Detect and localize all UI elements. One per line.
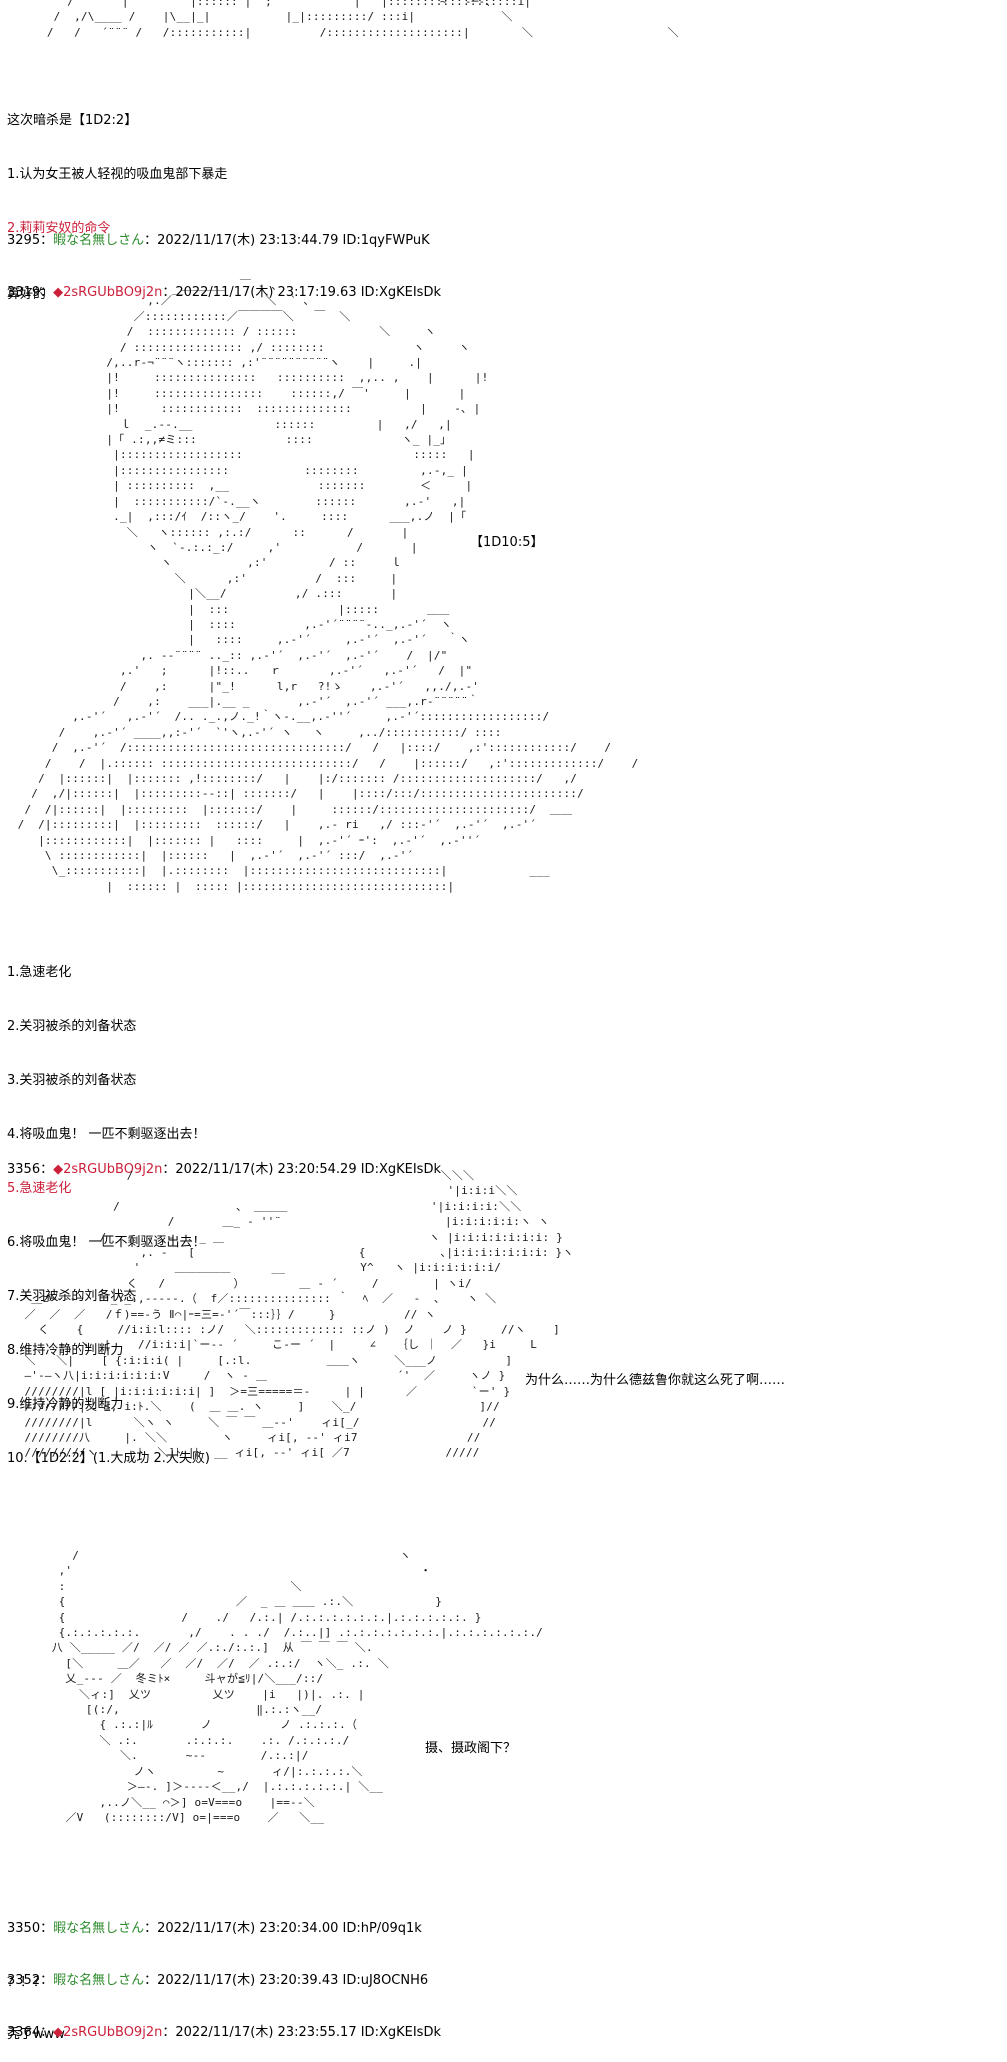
post-author: 2sRGUbBO9j2n bbox=[63, 1162, 163, 1177]
option-2: 2.关羽被杀的刘备状态 bbox=[7, 1019, 137, 1034]
option-5: 5.急速老化 bbox=[7, 1181, 72, 1196]
post-header: 3350：暇な名無しさん：2022/11/17(木) 23:20:34.00 I… bbox=[7, 1920, 422, 1938]
post-number[interactable]: 3295： bbox=[7, 233, 54, 248]
option-4: 4.将吸血鬼！ 一匹不剩驱逐出去！ bbox=[7, 1127, 206, 1142]
post-meta: ：2022/11/17(木) 23:20:54.29 ID:XgKEIsDk bbox=[162, 1162, 441, 1177]
top-ascii-art-right: ~￣ ‐─-、 ＼ ＼ bbox=[440, 0, 534, 39]
dice-result: 【1D10:5】 bbox=[470, 535, 544, 550]
post-meta: ：2022/11/17(木) 23:20:34.00 ID:hP/09q1k bbox=[144, 1921, 422, 1936]
intro-option-2: 2.莉莉安奴的命令 bbox=[7, 221, 111, 236]
option-8: 8.维持冷静的判断力 bbox=[7, 1343, 124, 1358]
post-meta: ：2022/11/17(木) 23:17:19.63 ID:XgKEIsDk bbox=[162, 285, 441, 300]
post-number[interactable]: 3319： bbox=[7, 285, 54, 300]
post-meta: ：2022/11/17(木) 23:13:44.79 ID:1qyFWPuK bbox=[144, 233, 430, 248]
post-header: 3364：◆2sRGUbBO9j2n：2022/11/17(木) 23:23:5… bbox=[7, 2024, 441, 2042]
option-3: 3.关羽被杀的刘备状态 bbox=[7, 1073, 137, 1088]
post-meta: ：2022/11/17(木) 23:23:55.17 ID:XgKEIsDk bbox=[162, 2025, 441, 2040]
post-3319: 3319：◆2sRGUbBO9j2n：2022/11/17(木) 23:17:1… bbox=[7, 248, 441, 320]
dialogue-line-2: 摄、摄政阁下？ bbox=[425, 1741, 517, 1756]
post-3356-ascii-art-2: / ヽ ,' ・ : ＼ { ／ _ ＿ ＿＿ bbox=[51, 1549, 543, 1824]
trip-diamond-icon: ◆ bbox=[53, 2025, 64, 2040]
post-number[interactable]: 3350： bbox=[7, 1921, 54, 1936]
post-author: 暇な名無しさん bbox=[53, 233, 145, 248]
post-3319-ascii-art: ＿＿＿＿ ￣ ‐ ､ ,.／￣ ＼ ` ､ ／::::::::::::／￣￣￣￣… bbox=[17, 279, 639, 893]
post-3356-ascii-art-1: / ＼＼＼ '|i:i:i＼＼ / 、 ＿＿＿ '|i:i:i:i:＼＼ bbox=[24, 1169, 574, 1460]
post-author: 2sRGUbBO9j2n bbox=[63, 2025, 163, 2040]
post-3350: 3350：暇な名無しさん：2022/11/17(木) 23:20:34.00 I… bbox=[7, 1884, 422, 2010]
post-cut-off: 3364：◆2sRGUbBO9j2n：2022/11/17(木) 23:23:5… bbox=[7, 1988, 441, 2060]
post-3319-options: 1.急速老化 2.关羽被杀的刘备状态 3.关羽被杀的刘备状态 4.将吸血鬼！ 一… bbox=[7, 928, 210, 1486]
trip-diamond-icon: ◆ bbox=[53, 285, 64, 300]
post-header: 3356：◆2sRGUbBO9j2n：2022/11/17(木) 23:20:5… bbox=[7, 1161, 441, 1179]
post-number[interactable]: 3364： bbox=[7, 2025, 54, 2040]
intro-option-1: 1.认为女王被人轻视的吸血鬼部下暴走 bbox=[7, 167, 228, 182]
option-1: 1.急速老化 bbox=[7, 965, 72, 980]
post-header: 3295：暇な名無しさん：2022/11/17(木) 23:13:44.79 I… bbox=[7, 232, 430, 250]
post-3356: 3356：◆2sRGUbBO9j2n：2022/11/17(木) 23:20:5… bbox=[7, 1125, 441, 1197]
post-meta: ：2022/11/17(木) 23:20:39.43 ID:uJ8OCNH6 bbox=[144, 1973, 429, 1988]
post-header: 3319：◆2sRGUbBO9j2n：2022/11/17(木) 23:17:1… bbox=[7, 284, 441, 302]
post-author: 2sRGUbBO9j2n bbox=[63, 285, 163, 300]
top-ascii-art: / | |:::::: | ; | |:::::::::::::::::::i|… bbox=[46, 0, 679, 39]
trip-diamond-icon: ◆ bbox=[53, 1162, 64, 1177]
post-number[interactable]: 3352： bbox=[7, 1973, 54, 1988]
option-7: 7.关羽被杀的刘备状态 bbox=[7, 1289, 137, 1304]
post-number[interactable]: 3356： bbox=[7, 1162, 54, 1177]
post-author: 暇な名無しさん bbox=[53, 1973, 145, 1988]
post-body: 算好的 bbox=[7, 287, 47, 302]
post-3295: 3295：暇な名無しさん：2022/11/17(木) 23:13:44.79 I… bbox=[7, 196, 430, 322]
post-header: 3352：暇な名無しさん：2022/11/17(木) 23:20:39.43 I… bbox=[7, 1972, 428, 1990]
post-author: 暇な名無しさん bbox=[53, 1921, 145, 1936]
option-10: 10.【1D2:2】(1.大成功 2.大失败) bbox=[7, 1451, 210, 1466]
intro-block: 这次暗杀是【1D2:2】 1.认为女王被人轻视的吸血鬼部下暴走 2.莉莉安奴的命… bbox=[7, 76, 227, 256]
dialogue-line-1: 为什么……为什么德兹鲁你就这么死了啊…… bbox=[525, 1373, 786, 1388]
intro-title: 这次暗杀是【1D2:2】 bbox=[7, 113, 138, 128]
post-body: ？！？ bbox=[7, 1975, 47, 1990]
option-6: 6.将吸血鬼！ 一匹不剩驱逐出去！ bbox=[7, 1235, 206, 1250]
option-9: 9.维持冷静的判断力 bbox=[7, 1397, 124, 1412]
